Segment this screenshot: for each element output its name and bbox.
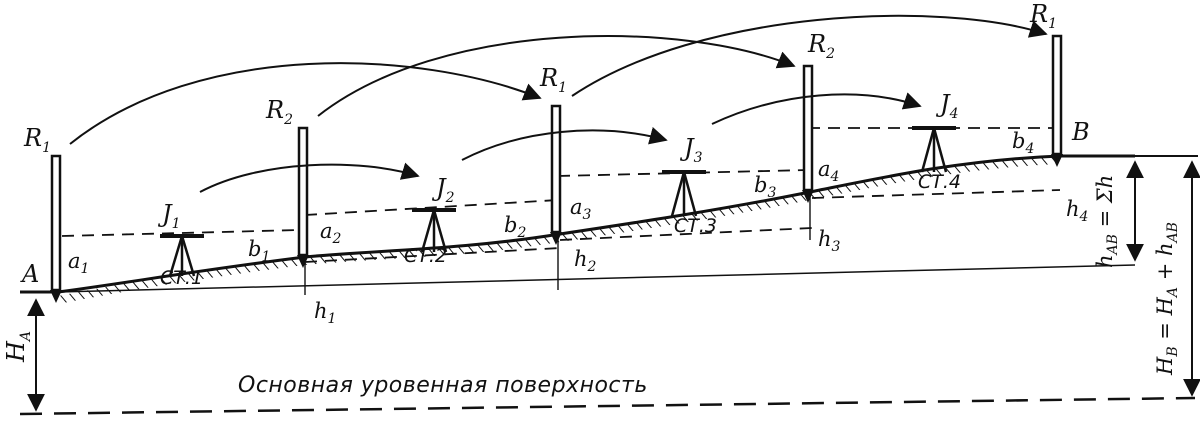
rod-3 xyxy=(550,104,562,245)
b-readings: b1 b2 b3 b4 xyxy=(248,129,1034,265)
instrument-label-1: J1 xyxy=(157,200,181,232)
h-readings: h1 h2 h3 h4 xyxy=(314,197,1088,327)
instrument-label-4: J4 xyxy=(935,90,959,122)
rod-labels: R1 R2 R1 R2 R1 xyxy=(23,0,1057,156)
reading-a3: a3 xyxy=(570,195,592,223)
formula-ha: HA xyxy=(2,331,34,363)
rod-2 xyxy=(297,126,309,268)
station-label-4: СТ.4 xyxy=(918,171,961,193)
instrument-label-2: J2 xyxy=(431,174,455,206)
reading-h2: h2 xyxy=(574,247,597,275)
a-readings: a1 a2 a3 a4 xyxy=(68,157,839,277)
reading-b3: b3 xyxy=(754,173,776,201)
point-label-b: B xyxy=(1071,118,1090,146)
reading-b2: b2 xyxy=(504,213,526,241)
reading-b1: b1 xyxy=(248,237,270,265)
datum-caption: Основная уровенная поверхность xyxy=(238,373,648,398)
rod-label-4: R2 xyxy=(807,30,835,62)
station-labels: СТ.1 СТ.2 СТ.3 СТ.4 xyxy=(160,171,961,289)
rod-label-1: R1 xyxy=(23,124,51,156)
rod-label-2: R2 xyxy=(265,96,293,128)
reading-h1: h1 xyxy=(314,299,336,327)
instrument-3 xyxy=(662,170,706,217)
rod-label-5: R1 xyxy=(1029,0,1057,32)
formula-hb: HB = HA + hAB xyxy=(1153,222,1181,376)
rod-arrows xyxy=(69,14,1048,145)
instruments xyxy=(160,126,956,277)
rod-1 xyxy=(50,154,62,303)
reading-a2: a2 xyxy=(320,219,342,247)
point-label-a: A xyxy=(20,260,39,288)
reading-a1: a1 xyxy=(68,249,89,277)
reference-lines xyxy=(19,264,1196,416)
station-label-2: СТ.2 xyxy=(404,245,447,267)
dimension-lines xyxy=(27,155,1200,412)
instrument-label-3: J3 xyxy=(679,134,703,166)
reading-a4: a4 xyxy=(818,157,839,185)
instrument-arrows xyxy=(199,92,922,193)
instrument-4 xyxy=(912,126,956,173)
station-label-3: СТ.3 xyxy=(674,215,717,237)
reading-h3: h3 xyxy=(818,227,841,255)
rods xyxy=(50,34,1063,303)
rod-5 xyxy=(1051,34,1063,167)
station-label-1: СТ.1 xyxy=(160,267,203,289)
rod-label-3: R1 xyxy=(539,64,567,96)
instrument-1 xyxy=(160,234,204,277)
rod-4 xyxy=(802,64,814,203)
reading-h4: h4 xyxy=(1066,197,1088,225)
formula-hab: hAB = Σh xyxy=(1093,175,1121,268)
reading-b4: b4 xyxy=(1012,129,1034,157)
instrument-2 xyxy=(412,208,456,253)
